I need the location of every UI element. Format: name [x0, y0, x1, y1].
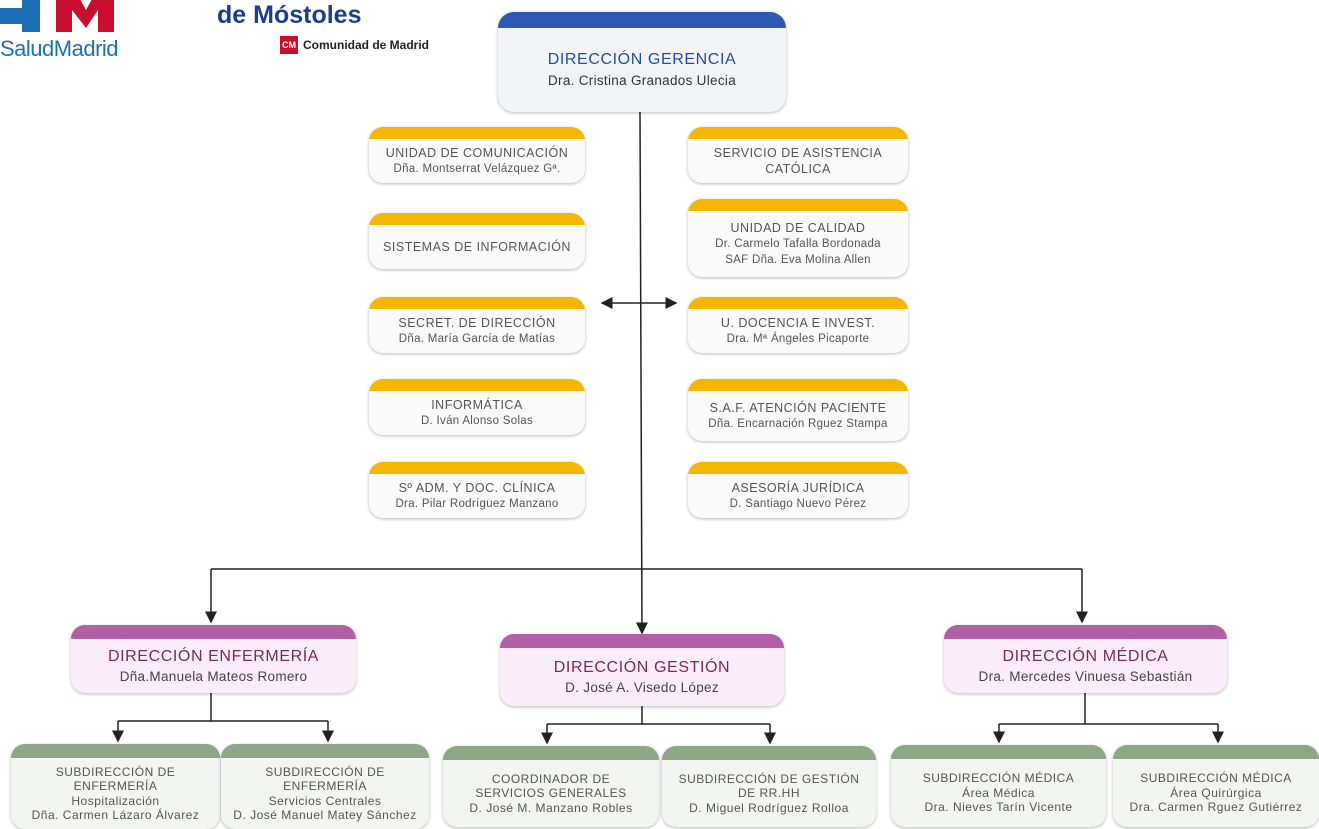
- box-header-bar: [662, 746, 876, 760]
- unit-asesoria-juridica: ASESORÍA JURÍDICA D. Santiago Nuevo Pére…: [688, 462, 908, 518]
- comunidad-madrid-logo: CM Comunidad de Madrid: [280, 36, 429, 54]
- sub-line-3: Servicios Centrales: [268, 793, 382, 808]
- sub-line-3: D. José M. Manzano Robles: [469, 800, 633, 815]
- subdireccion-medica-area-medica: SUBDIRECCIÓN MÉDICA Área Médica Dra. Nie…: [891, 745, 1106, 827]
- sub-line-2: ENFERMERÍA: [73, 779, 158, 793]
- box-header-bar: [500, 634, 784, 648]
- unit-title: S.A.F. ATENCIÓN PACIENTE: [709, 401, 887, 415]
- unit-person: Dra. Pilar Rodríguez Manzano: [395, 498, 559, 510]
- unit-person: Dra. Mª Ángeles Picaporte: [726, 333, 870, 345]
- box-header-bar: [944, 625, 1227, 639]
- box-header-bar: [369, 127, 585, 139]
- unit-docencia-investigacion: U. DOCENCIA E INVEST. Dra. Mª Ángeles Pi…: [688, 297, 908, 353]
- unit-person: Dña. Montserrat Velázquez Gª.: [393, 163, 561, 175]
- unit-title: U. DOCENCIA E INVEST.: [720, 316, 876, 330]
- unit-informatica: INFORMÁTICA D. Iván Alonso Solas: [369, 379, 585, 435]
- sub-line-2: ENFERMERÍA: [283, 779, 367, 793]
- box-header-bar: [369, 379, 585, 391]
- box-header-bar: [688, 127, 908, 139]
- box-header-bar: [221, 744, 429, 758]
- box-header-bar: [369, 462, 585, 474]
- box-header-bar: [1113, 745, 1319, 759]
- direction-title: DIRECCIÓN MÉDICA: [1002, 648, 1169, 665]
- box-header-bar: [369, 213, 585, 225]
- box-header-bar: [688, 462, 908, 474]
- unit-asistencia-catolica: SERVICIO DE ASISTENCIA CATÓLICA: [688, 127, 908, 183]
- unit-person: D. Santiago Nuevo Pérez: [729, 498, 867, 510]
- unit-person: Dr. Carmelo Tafalla Bordonada: [715, 238, 881, 250]
- sub-line-2: Área Médica: [962, 785, 1035, 800]
- direction-person: Dña.Manuela Mateos Romero: [119, 669, 308, 684]
- unit-title: SECRET. DE DIRECCIÓN: [398, 316, 556, 330]
- box-header-bar: [891, 745, 1106, 759]
- hospital-name: de Móstoles: [217, 1, 362, 29]
- unit-title: Sº ADM. Y DOC. CLÍNICA: [398, 481, 556, 495]
- direction-person: Dra. Mercedes Vinuesa Sebastián: [978, 669, 1193, 684]
- direccion-gerencia-box: DIRECCIÓN GERENCIA Dra. Cristina Granado…: [498, 12, 786, 112]
- unit-secretaria-direccion: SECRET. DE DIRECCIÓN Dña. María García d…: [369, 297, 585, 353]
- sub-line-2: DE RR.HH: [737, 786, 800, 801]
- sub-line-3: Dra. Carmen Rguez Gutiérrez: [1129, 800, 1303, 815]
- box-header-bar: [688, 199, 908, 211]
- sub-line-3: Hospitalización: [71, 793, 160, 808]
- subdireccion-medica-area-quirurgica: SUBDIRECCIÓN MÉDICA Área Quirúrgica Dra.…: [1113, 745, 1319, 827]
- sub-line-3: Dra. Nieves Tarín Vicente: [924, 800, 1073, 815]
- unit-title: SISTEMAS DE INFORMACIÓN: [383, 240, 571, 254]
- salud-madrid-text: SaludMadrid: [0, 36, 119, 61]
- unit-title: ASESORÍA JURÍDICA: [731, 481, 865, 495]
- comunidad-madrid-text: Comunidad de Madrid: [303, 38, 429, 52]
- box-header-bar: [71, 625, 356, 639]
- salud-madrid-logo-icon: [0, 0, 114, 32]
- unit-comunicacion: UNIDAD DE COMUNICACIÓN Dña. Montserrat V…: [369, 127, 585, 183]
- unit-title: SERVICIO DE ASISTENCIA: [713, 146, 883, 160]
- box-header-bar: [688, 379, 908, 391]
- direction-title: DIRECCIÓN GESTIÓN: [553, 659, 731, 676]
- unit-title: INFORMÁTICA: [431, 398, 523, 412]
- unit-sistemas-informacion: SISTEMAS DE INFORMACIÓN: [369, 213, 585, 269]
- unit-person: Dña. Encarnación Rguez Stampa: [708, 418, 888, 430]
- coordinador-servicios-generales: COORDINADOR DE SERVICIOS GENERALES D. Jo…: [443, 746, 659, 827]
- sub-line-2: SERVICIOS GENERALES: [475, 786, 627, 801]
- direction-title: DIRECCIÓN ENFERMERÍA: [107, 648, 320, 665]
- sub-line-1: SUBDIRECCIÓN DE: [55, 764, 176, 779]
- sub-line-4: Dña. Carmen Lázaro Álvarez: [31, 808, 200, 822]
- box-header-bar: [443, 746, 659, 760]
- box-person: Dra. Cristina Granados Ulecia: [547, 73, 737, 88]
- direccion-medica-box: DIRECCIÓN MÉDICA Dra. Mercedes Vinuesa S…: [944, 625, 1227, 693]
- direccion-gestion-box: DIRECCIÓN GESTIÓN D. José A. Visedo Lópe…: [500, 634, 784, 706]
- sub-line-1: SUBDIRECCIÓN MÉDICA: [1140, 771, 1292, 786]
- unit-admision-documentacion: Sº ADM. Y DOC. CLÍNICA Dra. Pilar Rodríg…: [369, 462, 585, 518]
- unit-title: UNIDAD DE COMUNICACIÓN: [385, 146, 569, 160]
- sub-line-1: COORDINADOR DE: [491, 771, 611, 786]
- unit-person: Dña. María García de Matías: [398, 333, 556, 345]
- direction-person: D. José A. Visedo López: [565, 680, 719, 695]
- box-header-bar: [688, 297, 908, 309]
- box-header-bar: [369, 297, 585, 309]
- unit-person-2: SAF Dña. Eva Molina Allen: [725, 254, 871, 266]
- sub-line-1: SUBDIRECCIÓN DE: [265, 764, 385, 779]
- sub-line-4: D. José Manuel Matey Sánchez: [233, 808, 417, 822]
- subdireccion-enfermeria-hospitalizacion: SUBDIRECCIÓN DE ENFERMERÍA Hospitalizaci…: [11, 744, 220, 829]
- sub-line-3: D. Miguel Rodríguez Rolloa: [689, 800, 849, 815]
- comunidad-madrid-icon: CM: [280, 36, 298, 54]
- box-header-bar: [11, 744, 220, 758]
- unit-atencion-paciente: S.A.F. ATENCIÓN PACIENTE Dña. Encarnació…: [688, 379, 908, 441]
- sub-line-1: SUBDIRECCIÓN MÉDICA: [922, 771, 1075, 786]
- sub-line-2: Área Quirúrgica: [1170, 785, 1262, 800]
- unit-calidad: UNIDAD DE CALIDAD Dr. Carmelo Tafalla Bo…: [688, 199, 908, 277]
- sub-line-1: SUBDIRECCIÓN DE GESTIÓN: [678, 771, 860, 786]
- box-header-bar: [498, 12, 786, 28]
- unit-person: D. Iván Alonso Solas: [420, 415, 534, 427]
- main-trunk-line: [635, 111, 648, 635]
- unit-title-line2: CATÓLICA: [765, 162, 831, 176]
- direccion-enfermeria-box: DIRECCIÓN ENFERMERÍA Dña.Manuela Mateos …: [71, 625, 356, 693]
- box-title: DIRECCIÓN GERENCIA: [547, 51, 737, 68]
- subdireccion-gestion-rrhh: SUBDIRECCIÓN DE GESTIÓN DE RR.HH D. Migu…: [662, 746, 876, 827]
- unit-title: UNIDAD DE CALIDAD: [730, 221, 866, 235]
- subdireccion-enfermeria-servicios-centrales: SUBDIRECCIÓN DE ENFERMERÍA Servicios Cen…: [221, 744, 429, 829]
